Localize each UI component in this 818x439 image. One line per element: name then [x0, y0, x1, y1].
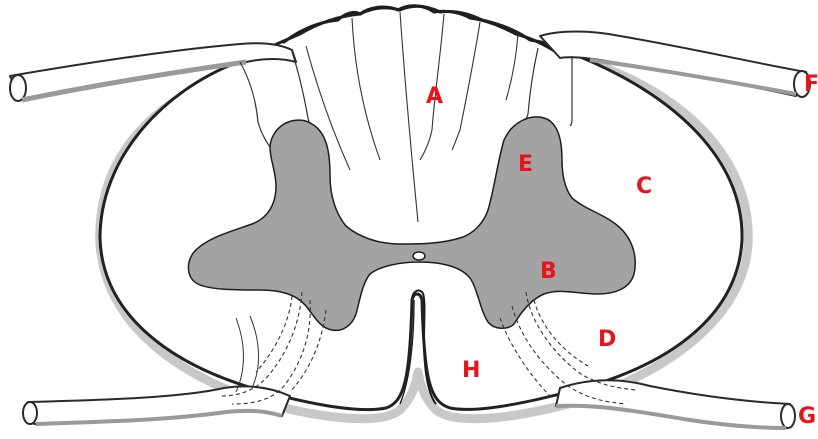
right-ventral-root	[556, 380, 790, 428]
central-canal	[413, 252, 425, 260]
label-D: D	[598, 327, 616, 352]
label-G: G	[798, 404, 816, 429]
right-ventral-root-end	[781, 404, 795, 428]
left-ventral-root-end	[23, 402, 37, 424]
label-E: E	[518, 152, 533, 177]
label-B: B	[540, 259, 557, 284]
label-H: H	[462, 358, 480, 383]
left-dorsal-root-end	[10, 75, 26, 101]
label-A: A	[426, 84, 443, 109]
label-F: F	[804, 72, 818, 97]
label-C: C	[636, 174, 652, 199]
